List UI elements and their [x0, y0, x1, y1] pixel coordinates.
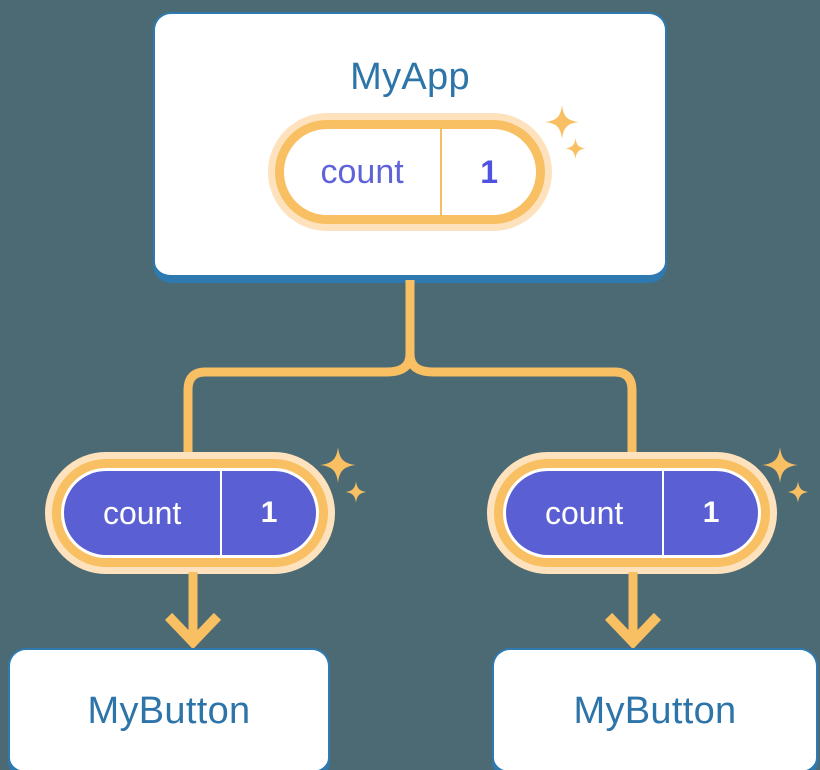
sparkle-small-icon — [565, 138, 586, 159]
state-value-label: 1 — [260, 496, 278, 529]
sparkle-large-icon — [762, 447, 798, 483]
state-pill-ring: count 1 — [494, 459, 770, 567]
mybutton-card-2[interactable]: MyButton — [492, 648, 818, 770]
mybutton-card-1[interactable]: MyButton — [8, 648, 330, 770]
mybutton-label-1: MyButton — [87, 690, 251, 732]
state-pill-ring: count 1 — [52, 459, 328, 567]
state-pill-child-2[interactable]: count 1 — [487, 452, 777, 574]
state-pill-inner: count 1 — [64, 471, 316, 555]
arrow-child-1 — [160, 572, 230, 650]
sparkle-small-icon — [787, 481, 809, 503]
sparkle-large-icon — [545, 105, 579, 139]
state-divider — [220, 471, 223, 555]
arrow-child-2 — [600, 572, 670, 650]
state-key-label: count — [320, 153, 404, 191]
tree-connector — [0, 280, 820, 460]
state-pill-inner: count 1 — [506, 471, 758, 555]
state-pill-ring: count 1 — [275, 120, 545, 224]
page-title: MyApp — [350, 56, 470, 98]
sparkle-small-icon — [345, 481, 367, 503]
state-value-label: 1 — [480, 154, 499, 190]
sparkle-large-icon — [320, 447, 356, 483]
state-pill-inner: count 1 — [284, 129, 536, 215]
state-divider — [662, 471, 665, 555]
state-key-label: count — [544, 495, 624, 531]
mybutton-label-2: MyButton — [573, 690, 737, 732]
state-key-label: count — [102, 495, 182, 531]
state-pill-child-1[interactable]: count 1 — [45, 452, 335, 574]
state-divider — [440, 129, 443, 215]
state-value-label: 1 — [702, 496, 720, 529]
state-pill-root[interactable]: count 1 — [268, 113, 552, 231]
